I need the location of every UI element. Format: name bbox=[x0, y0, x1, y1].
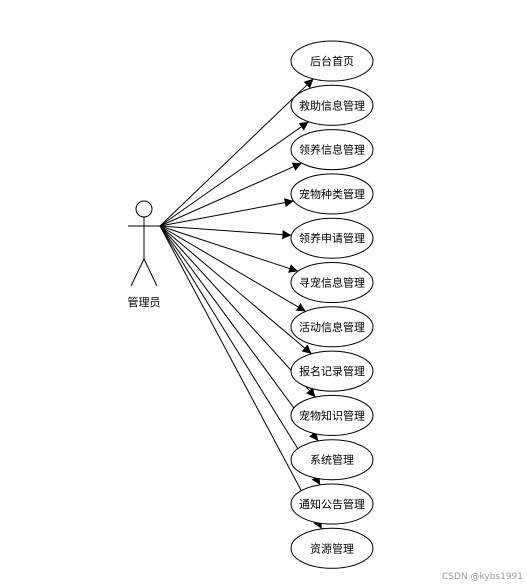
use-case-label: 领养信息管理 bbox=[299, 143, 365, 157]
use-case-label: 报名记录管理 bbox=[299, 364, 365, 378]
use-case-label: 资源管理 bbox=[310, 541, 354, 555]
association-arrow bbox=[159, 225, 321, 486]
use-case: 系统管理 bbox=[290, 439, 374, 481]
use-case-label: 活动信息管理 bbox=[299, 320, 365, 334]
actor-right-leg bbox=[143, 258, 158, 287]
use-case-ellipse bbox=[290, 394, 374, 436]
association-arrow bbox=[159, 198, 294, 227]
use-case: 活动信息管理 bbox=[290, 306, 374, 348]
use-case-label: 后台首页 bbox=[310, 54, 354, 68]
use-case-ellipse bbox=[290, 40, 374, 82]
use-case-ellipse bbox=[290, 217, 374, 259]
use-case-label: 宠物种类管理 bbox=[299, 187, 365, 201]
association-arrow bbox=[159, 78, 314, 227]
association-arrow bbox=[159, 225, 323, 530]
use-case-ellipse bbox=[290, 350, 374, 392]
use-case: 宠物知识管理 bbox=[290, 394, 374, 436]
association-arrow bbox=[159, 225, 316, 398]
use-case-ellipse bbox=[290, 84, 374, 126]
use-case-ellipse bbox=[290, 173, 374, 215]
association-arrow bbox=[159, 162, 302, 227]
use-case-label: 宠物知识管理 bbox=[299, 408, 365, 422]
association-arrow bbox=[159, 225, 299, 273]
association-arrow bbox=[159, 121, 309, 227]
use-case: 后台首页 bbox=[290, 40, 374, 82]
association-arrow bbox=[159, 225, 319, 442]
use-case: 领养信息管理 bbox=[290, 129, 374, 171]
use-case-ellipse bbox=[290, 262, 374, 303]
actor-label: 管理员 bbox=[128, 295, 161, 309]
use-case: 领养申请管理 bbox=[290, 217, 374, 259]
use-case: 寻宠信息管理 bbox=[290, 262, 374, 303]
use-case: 报名记录管理 bbox=[290, 350, 374, 392]
association-arrow bbox=[159, 225, 292, 240]
use-case-ellipse bbox=[290, 306, 374, 348]
use-case: 资源管理 bbox=[290, 527, 374, 569]
actor-admin: 管理员 bbox=[128, 200, 161, 309]
actor-left-leg bbox=[130, 258, 145, 287]
use-case-ellipse bbox=[290, 129, 374, 171]
use-case-label: 通知公告管理 bbox=[299, 497, 365, 511]
use-case-label: 领养申请管理 bbox=[299, 231, 365, 245]
use-case-ellipse bbox=[290, 439, 374, 481]
use-case-ellipse bbox=[290, 483, 374, 525]
use-case-ellipse bbox=[290, 527, 374, 569]
association-arrow bbox=[159, 225, 307, 312]
use-case: 救助信息管理 bbox=[290, 84, 374, 126]
use-case-label: 系统管理 bbox=[310, 453, 354, 467]
use-case: 通知公告管理 bbox=[290, 483, 374, 525]
association-lines bbox=[159, 78, 323, 530]
actor-head bbox=[135, 200, 153, 218]
association-arrow bbox=[159, 225, 312, 355]
use-cases: 后台首页救助信息管理领养信息管理宠物种类管理领养申请管理寻宠信息管理活动信息管理… bbox=[290, 40, 374, 569]
use-case-label: 寻宠信息管理 bbox=[299, 276, 365, 290]
watermark: CSDN @kybs1991 bbox=[441, 572, 523, 582]
use-case-label: 救助信息管理 bbox=[299, 98, 365, 112]
use-case: 宠物种类管理 bbox=[290, 173, 374, 215]
